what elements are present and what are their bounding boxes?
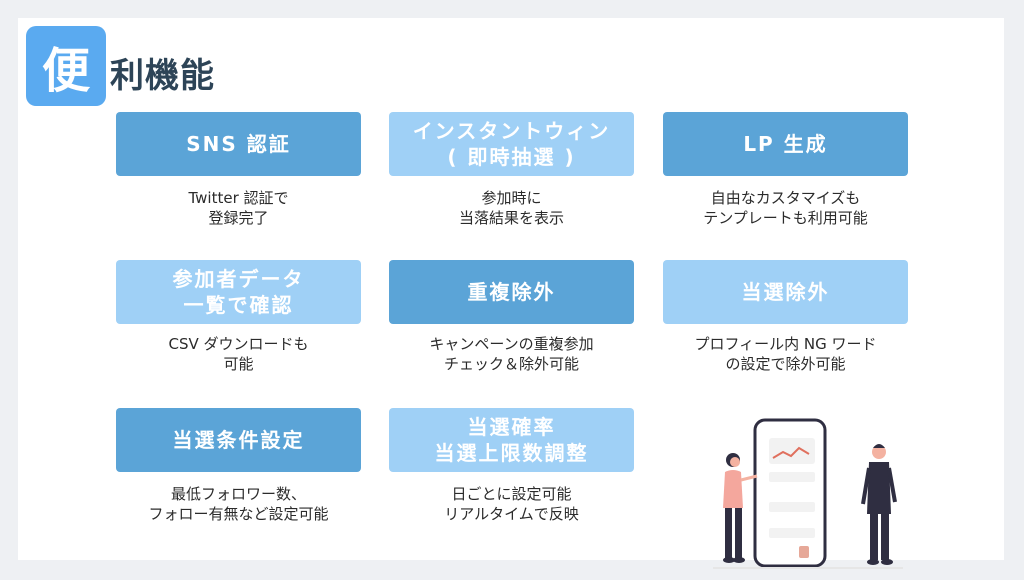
feature-label-line: 当選上限数調整: [434, 441, 589, 465]
feature-label-line: 一覧で確認: [183, 293, 294, 317]
title-badge: 便: [26, 26, 106, 106]
feature-desc-line: Twitter 認証で: [188, 189, 289, 207]
page-title: 利機能: [110, 56, 215, 96]
feature-desc-line: リアルタイムで反映: [444, 505, 579, 523]
feature-label-line: 当選除外: [741, 280, 830, 304]
feature-desc-winner-exclusion: プロフィール内 NG ワード の設定で除外可能: [663, 334, 908, 374]
feature-label-line: 参加者データ: [172, 267, 305, 291]
feature-desc-line: 可能: [223, 355, 254, 373]
feature-desc-line: 当落結果を表示: [458, 209, 564, 227]
feature-desc-line: 日ごとに設定可能: [451, 485, 572, 503]
feature-label-line: ( 即時抽選 ): [447, 145, 576, 169]
feature-desc-line: 登録完了: [208, 209, 269, 227]
feature-desc-line: プロフィール内 NG ワード: [694, 335, 877, 353]
feature-card-win-probability: 当選確率 当選上限数調整: [389, 408, 634, 472]
feature-desc-lp-generate: 自由なカスタマイズも テンプレートも利用可能: [663, 188, 908, 228]
feature-desc-line: チェック＆除外可能: [443, 355, 579, 373]
feature-label-line: インスタントウィン: [412, 119, 611, 143]
feature-desc-line: テンプレートも利用可能: [703, 209, 868, 227]
feature-desc-line: の設定で除外可能: [725, 355, 846, 373]
feature-card-win-conditions: 当選条件設定: [116, 408, 361, 472]
feature-desc-line: キャンペーンの重複参加: [429, 335, 594, 353]
feature-desc-duplicate-exclusion: キャンペーンの重複参加 チェック＆除外可能: [389, 334, 634, 374]
feature-card-instant-win: インスタントウィン ( 即時抽選 ): [389, 112, 634, 176]
feature-label-line: SNS 認証: [186, 132, 291, 156]
feature-desc-line: CSV ダウンロードも: [168, 335, 309, 353]
feature-label-line: 当選条件設定: [172, 428, 305, 452]
feature-desc-line: フォロー有無など設定可能: [148, 505, 329, 523]
slide: 便 利機能 SNS 認証 Twitter 認証で 登録完了 インスタントウィン …: [18, 18, 1004, 569]
feature-desc-participant-data: CSV ダウンロードも 可能: [116, 334, 361, 374]
feature-desc-line: 最低フォロワー数、: [170, 485, 306, 503]
feature-desc-sns-auth: Twitter 認証で 登録完了: [116, 188, 361, 228]
feature-desc-line: 自由なカスタマイズも: [710, 189, 861, 207]
feature-desc-instant-win: 参加時に 当落結果を表示: [389, 188, 634, 228]
feature-label-line: 当選確率: [467, 415, 556, 439]
feature-desc-line: 参加時に: [481, 189, 542, 207]
people-phone-illustration: [713, 418, 903, 569]
feature-card-participant-data: 参加者データ 一覧で確認: [116, 260, 361, 324]
feature-label-line: 重複除外: [467, 280, 556, 304]
feature-desc-win-probability: 日ごとに設定可能 リアルタイムで反映: [389, 484, 634, 524]
feature-desc-win-conditions: 最低フォロワー数、 フォロー有無など設定可能: [116, 484, 361, 524]
feature-label-line: LP 生成: [743, 132, 828, 156]
feature-card-sns-auth: SNS 認証: [116, 112, 361, 176]
feature-card-winner-exclusion: 当選除外: [663, 260, 908, 324]
feature-card-lp-generate: LP 生成: [663, 112, 908, 176]
feature-card-duplicate-exclusion: 重複除外: [389, 260, 634, 324]
